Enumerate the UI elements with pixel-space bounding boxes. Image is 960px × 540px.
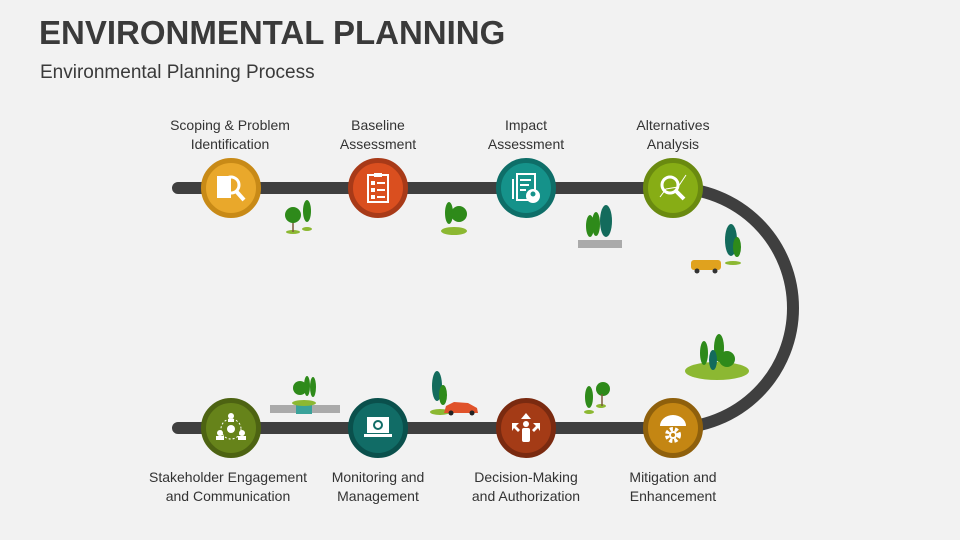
label-line: and Communication: [165, 488, 291, 504]
step-5-node: [643, 398, 703, 458]
page-subtitle: Environmental Planning Process: [40, 62, 315, 83]
person-directions-icon: [512, 413, 540, 442]
people-network-icon: [216, 413, 246, 440]
step-6-node: [496, 398, 556, 458]
label-line: Impact: [504, 117, 547, 133]
step-2-node: [348, 158, 408, 218]
label-line: Assessment: [339, 136, 417, 152]
label-line: Monitoring and: [331, 469, 425, 485]
page-title: ENVIRONMENTAL PLANNING: [39, 14, 506, 51]
laptop-gear-icon: [364, 417, 392, 437]
label-line: Analysis: [646, 136, 700, 152]
step-6-label: Decision-Making and Authorization: [431, 468, 621, 506]
label-line: Identification: [190, 136, 270, 152]
report-person-icon: [512, 173, 540, 203]
label-line: Management: [337, 488, 419, 504]
label-line: Enhancement: [629, 488, 717, 504]
step-7-node: [348, 398, 408, 458]
label-line: Mitigation and: [629, 469, 717, 485]
search-analysis-icon: [659, 174, 687, 201]
step-8-label: Stakeholder Engagement and Communication: [133, 468, 323, 506]
label-line: Baseline: [351, 117, 405, 133]
label-line: Decision-Making: [474, 469, 578, 485]
label-line: Assessment: [487, 136, 565, 152]
magnifier-document-icon: [217, 175, 246, 202]
step-4-node: [643, 158, 703, 218]
label-line: and Authorization: [471, 488, 581, 504]
label-line: Stakeholder Engagement: [149, 469, 307, 485]
umbrella-gear-icon: [660, 415, 686, 443]
tree-decoration: [270, 200, 749, 416]
label-line: Scoping & Problem: [170, 117, 290, 133]
label-line: Alternatives: [636, 117, 710, 133]
step-3-node: [496, 158, 556, 218]
step-1-node: [201, 158, 261, 218]
step-8-node: [201, 398, 261, 458]
clipboard-checklist-icon: [367, 173, 389, 203]
